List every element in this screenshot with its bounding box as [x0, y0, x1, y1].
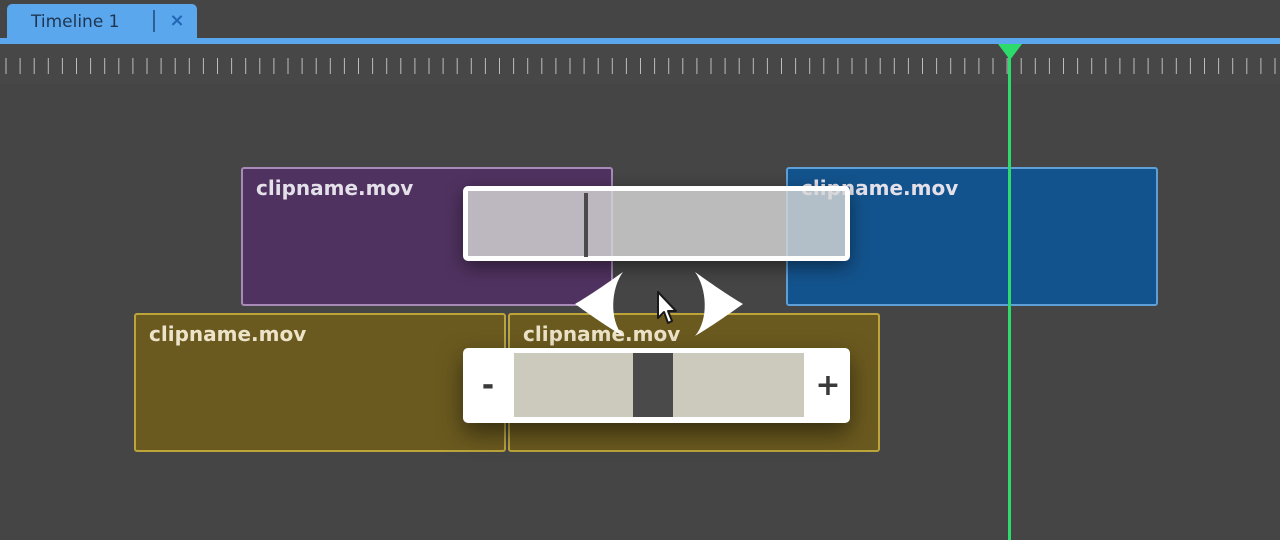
- tab-label: Timeline 1: [31, 12, 120, 32]
- playhead-marker-icon[interactable]: [998, 44, 1022, 62]
- ruler-ticks: [5, 58, 1276, 74]
- clip-label: clipname.mov: [256, 176, 414, 200]
- chevron-left-icon[interactable]: [573, 270, 625, 338]
- tab-bar: Timeline 1 ×: [0, 0, 1280, 38]
- timeline-header-rule: [0, 38, 1280, 44]
- clip-olive-left[interactable]: clipname.mov: [134, 313, 506, 452]
- zoom-out-button[interactable]: -: [481, 368, 495, 403]
- chevron-right-icon[interactable]: [693, 270, 745, 338]
- clip-label: clipname.mov: [523, 322, 681, 346]
- playhead-line[interactable]: [1008, 44, 1011, 540]
- close-icon[interactable]: ×: [169, 10, 185, 31]
- tab-separator: [153, 10, 155, 32]
- tab-timeline-1[interactable]: Timeline 1 ×: [7, 4, 197, 38]
- scrubber-position-marker[interactable]: [584, 193, 588, 257]
- clip-label: clipname.mov: [149, 322, 307, 346]
- zoom-slider-thumb[interactable]: [633, 353, 673, 417]
- zoom-control: - +: [463, 348, 850, 423]
- zoom-slider-track[interactable]: [514, 353, 804, 417]
- scrubber-bar[interactable]: [463, 186, 850, 261]
- time-ruler[interactable]: [0, 44, 1280, 84]
- mouse-pointer-icon: [657, 291, 677, 324]
- zoom-in-button[interactable]: +: [815, 368, 841, 403]
